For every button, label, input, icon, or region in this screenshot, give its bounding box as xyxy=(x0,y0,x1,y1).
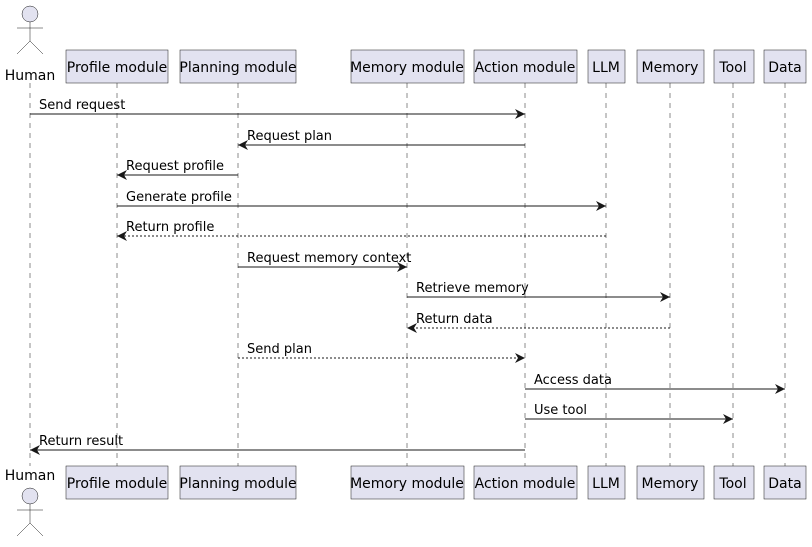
participant-data-bottom: Data xyxy=(763,465,807,500)
participant-label: Profile module xyxy=(67,476,167,492)
participant-tool-bottom: Tool xyxy=(713,465,755,500)
message-return-data: Return data xyxy=(407,312,670,333)
participant-label: Memory xyxy=(642,60,699,76)
message-return-profile: Return profile xyxy=(117,220,606,241)
participant-action-module-top: Action module xyxy=(473,49,578,84)
participant-memory-top: Memory xyxy=(636,49,705,84)
message-label: Request plan xyxy=(247,129,332,144)
message-request-plan: Request plan xyxy=(238,129,525,150)
message-label: Return result xyxy=(39,434,123,449)
message-label: Generate profile xyxy=(126,190,232,205)
message-send-request: Send request xyxy=(30,98,525,119)
participant-profile-module-bottom: Profile module xyxy=(65,465,169,500)
message-request-memory-context: Request memory context xyxy=(238,251,411,272)
message-label: Send plan xyxy=(247,342,312,357)
message-label: Send request xyxy=(39,98,125,113)
message-label: Use tool xyxy=(534,403,587,418)
participant-tool-top: Tool xyxy=(713,49,755,84)
participant-label: Planning module xyxy=(179,476,296,492)
participant-label: Memory module xyxy=(350,60,464,76)
participant-llm-bottom: LLM xyxy=(587,465,626,500)
message-use-tool: Use tool xyxy=(525,403,733,424)
participant-memory-module-top: Memory module xyxy=(350,49,465,84)
message-generate-profile: Generate profile xyxy=(117,190,606,211)
message-retrieve-memory: Retrieve memory xyxy=(407,281,670,302)
actor-label-top: Human xyxy=(5,68,56,84)
participant-data-top: Data xyxy=(763,49,807,84)
message-request-profile: Request profile xyxy=(117,159,238,180)
message-label: Return profile xyxy=(126,220,214,235)
participant-memory-module-bottom: Memory module xyxy=(350,465,465,500)
message-send-plan: Send plan xyxy=(238,342,525,363)
actor-figure-bottom xyxy=(16,487,44,537)
participant-label: Planning module xyxy=(179,60,296,76)
participant-action-module-bottom: Action module xyxy=(473,465,578,500)
actor-label-bottom: Human xyxy=(5,468,56,484)
message-label: Request profile xyxy=(126,159,224,174)
participant-label: Action module xyxy=(475,60,576,76)
message-label: Request memory context xyxy=(247,251,411,266)
participant-label: Tool xyxy=(718,476,746,492)
participant-profile-module-top: Profile module xyxy=(65,49,169,84)
message-label: Access data xyxy=(534,373,612,388)
participant-label: Data xyxy=(768,476,801,492)
participant-planning-module-top: Planning module xyxy=(179,49,297,84)
participant-label: LLM xyxy=(592,476,620,492)
participant-label: Memory module xyxy=(350,476,464,492)
message-label: Retrieve memory xyxy=(416,281,529,296)
participant-memory-bottom: Memory xyxy=(636,465,705,500)
participant-llm-top: LLM xyxy=(587,49,626,84)
message-access-data: Access data xyxy=(525,373,785,394)
message-label: Return data xyxy=(416,312,493,327)
participant-label: Profile module xyxy=(67,60,167,76)
message-return-result: Return result xyxy=(30,434,525,455)
participant-label: LLM xyxy=(592,60,620,76)
actor-figure-top xyxy=(16,5,44,55)
participants-top: Human Profile module Planning module Memory… xyxy=(5,5,807,84)
participant-label: Data xyxy=(768,60,801,76)
participant-label: Memory xyxy=(642,476,699,492)
participant-planning-module-bottom: Planning module xyxy=(179,465,297,500)
participant-label: Tool xyxy=(718,60,746,76)
participant-label: Action module xyxy=(475,476,576,492)
lifelines xyxy=(29,83,786,466)
